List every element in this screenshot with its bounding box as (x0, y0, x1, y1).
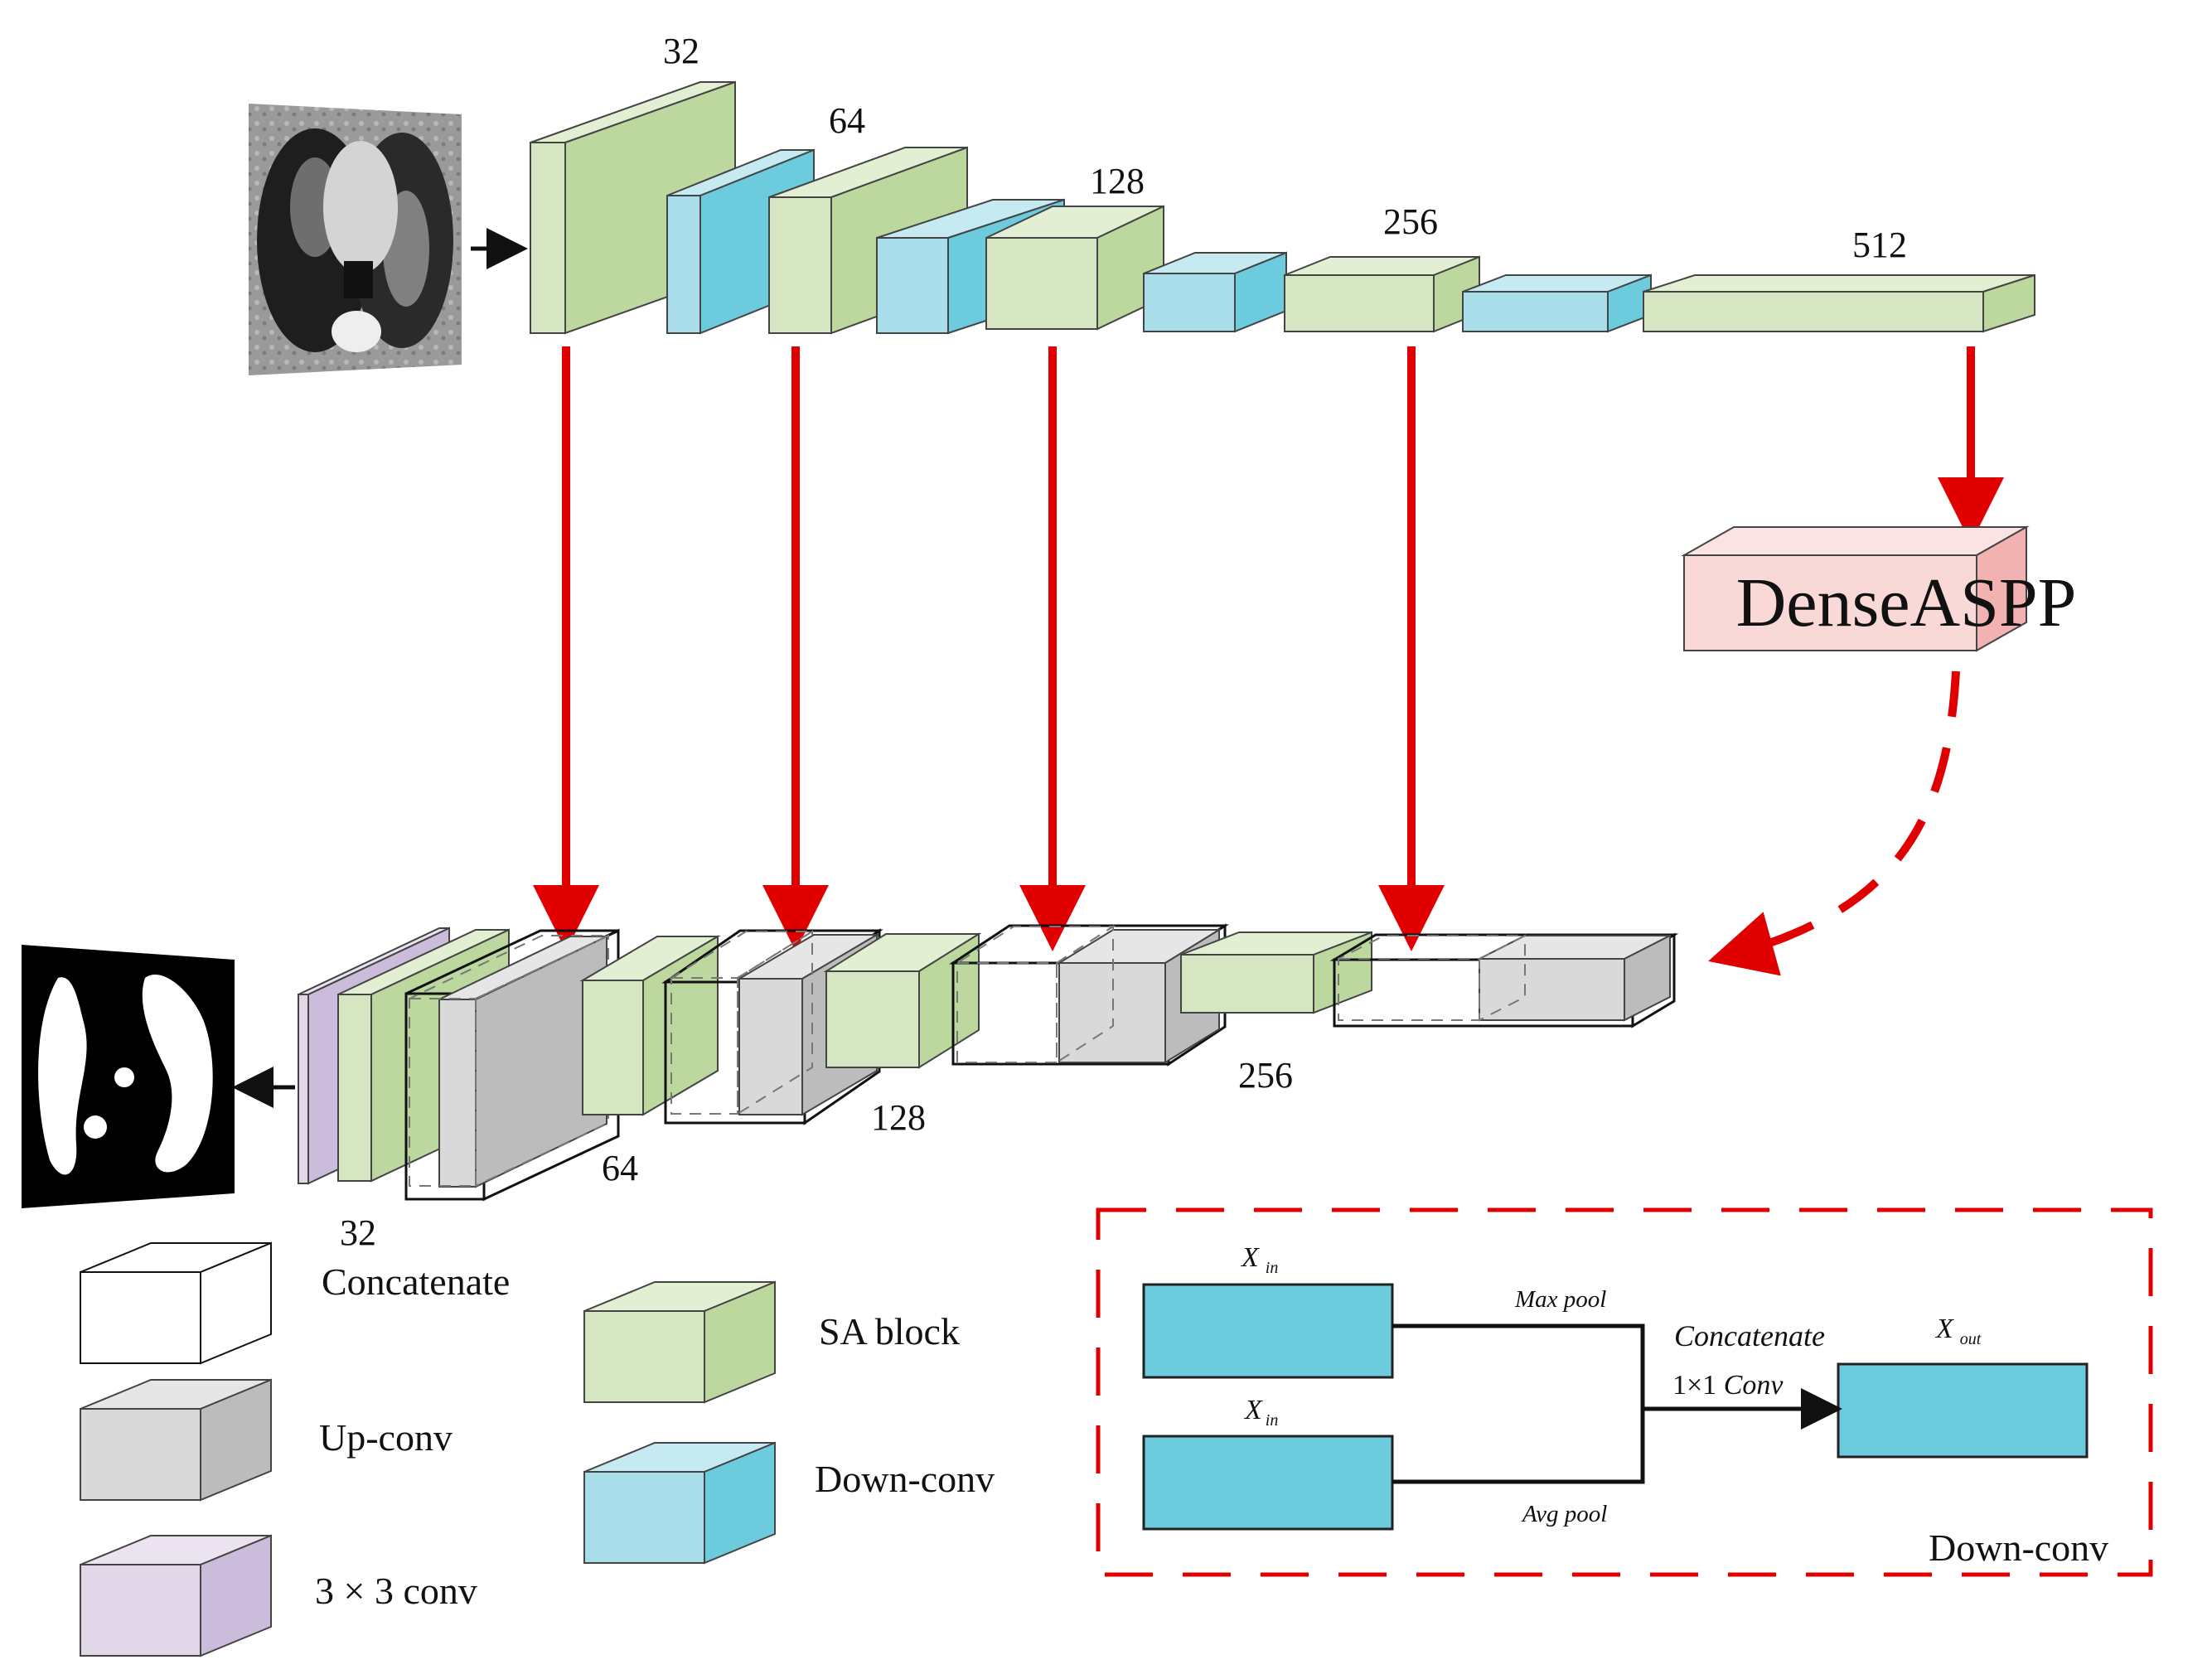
segmentation-mask-icon (22, 945, 235, 1208)
encoder-label-32: 32 (663, 31, 699, 71)
decoder-upconv-block-256-front (1058, 962, 1166, 1063)
legend-sa-cube-front (583, 1310, 705, 1403)
dense-aspp-cuboid-top (1681, 526, 2030, 556)
decoder-upconv-block-64-front (438, 999, 477, 1188)
decoder-sa-block-128 (823, 932, 982, 1069)
decoder-label-32: 32 (340, 1212, 376, 1253)
concatenate-label: Concatenate (1674, 1319, 1825, 1352)
legend-concatenate-cube (80, 1241, 272, 1365)
decoder-label-256: 256 (1238, 1055, 1293, 1096)
encoder-label-128: 128 (1090, 161, 1145, 201)
legend-conv3-cube-front (80, 1564, 201, 1657)
decoder-upconv-block-512-front (1479, 958, 1625, 1021)
legend-upconv-cube-front (80, 1408, 201, 1501)
decoder-sa-ghost-64-front (409, 998, 477, 1187)
encoder-sa-block-512-front (1643, 291, 1984, 332)
avg-pool-label: Avg pool (1521, 1501, 1607, 1527)
encoder-downconv-block-4-front (1462, 291, 1609, 332)
encoder-sa-block-64-front (768, 196, 832, 334)
legend-sa-label: SA block (819, 1310, 960, 1352)
encoder-label-64: 64 (829, 100, 865, 141)
conv-label: 1×1 Conv (1672, 1370, 1784, 1401)
skip-connections (533, 346, 2004, 976)
x-in-avgpool-block (1142, 1435, 1394, 1531)
decoder-sa-block-64-front (582, 980, 644, 1115)
dense-aspp-cuboid (1681, 525, 2030, 652)
decoder-conv3-block-front (298, 994, 309, 1184)
max-pool-label: Max pool (1514, 1286, 1606, 1313)
decoder-sa-ghost-512 (1338, 934, 1526, 1022)
maxpool-connector (1392, 1323, 1645, 1484)
dense-aspp-cuboid-front (1683, 554, 1977, 651)
decoder-sa-ghost-256 (954, 925, 1116, 1064)
downconv-detail-title: Down-conv (1929, 1527, 2108, 1569)
decoder-sa-ghost-64-side (475, 934, 609, 1188)
decoder-sa-ghost-512-front (1338, 958, 1480, 1021)
legend-downconv-cube-front (583, 1471, 705, 1564)
encoder-downconv-block-1-front (666, 195, 701, 334)
legend-upconv-label: Up-conv (319, 1416, 453, 1459)
encoder-sa-block-32-front (530, 142, 566, 334)
legend-conv3-cube (80, 1534, 272, 1657)
dense-aspp-block (1681, 525, 2030, 652)
decoder-sa-ghost-128 (668, 930, 816, 1115)
ct-scan-image-icon (249, 104, 462, 375)
x-out-block (1837, 1362, 2089, 1459)
decoder-labels: 32 64 128 256 (340, 1055, 1293, 1253)
decoder-upconv-block-512 (1479, 934, 1671, 1022)
legend-upconv-cube (80, 1378, 272, 1502)
encoder-label-256: 256 (1383, 201, 1438, 242)
legend-labels: Concatenate Up-conv 3 × 3 conv SA block … (315, 1260, 995, 1612)
decoder-sa-block-256-front (1180, 954, 1314, 1014)
decoder-sa-block-256 (1180, 931, 1372, 1014)
x-in-maxpool-block (1142, 1283, 1394, 1379)
legend-downconv-cube (583, 1441, 776, 1565)
legend-conv3-label: 3 × 3 conv (315, 1570, 477, 1612)
encoder-downconv-block-3 (1143, 251, 1287, 333)
encoder-sa-block-512-top (1643, 274, 2035, 293)
encoder-sa-block-512 (1643, 273, 2035, 333)
downconv-detail-frame (1096, 1207, 2153, 1577)
decoder-label-128: 128 (871, 1097, 926, 1138)
encoder-sa-block-128-front (985, 237, 1098, 330)
encoder-sa-block-128 (985, 205, 1164, 331)
decoder-path (298, 923, 1679, 1202)
dense-aspp-label: DenseASPP (1736, 564, 2077, 641)
encoder-sa-block-256 (1284, 255, 1480, 333)
legend-sa-cube (583, 1280, 776, 1404)
decoder-sa-ghost-256-front (956, 962, 1058, 1063)
legend-concatenate-label: Concatenate (322, 1260, 510, 1303)
decoder-sa-ghost-128-front (670, 977, 738, 1115)
decoder-upconv-block-64 (438, 935, 607, 1188)
encoder-label-512: 512 (1852, 225, 1907, 265)
encoder-downconv-block-2-front (876, 237, 949, 334)
decoder-sa-ghost-128-side (737, 930, 813, 1115)
aspp-to-decoder-dashed-arrow (1708, 670, 1960, 976)
encoder-path (530, 80, 2035, 335)
encoder-downconv-block-3-front (1143, 273, 1236, 332)
encoder-downconv-block-4 (1462, 273, 1652, 333)
decoder-sa-ghost-64 (409, 934, 609, 1188)
encoder-labels: 32 64 128 256 512 (663, 31, 1907, 265)
legend-downconv-label: Down-conv (815, 1458, 995, 1500)
decoder-upconv-block-128-front (738, 978, 803, 1115)
decoder-sa-block-128-front (825, 970, 920, 1068)
legend-concatenate-cube-front (80, 1271, 201, 1364)
decoder-sa-block-32-front (337, 994, 372, 1182)
legend (80, 1241, 776, 1657)
decoder-label-64: 64 (602, 1148, 638, 1188)
encoder-sa-block-256-front (1284, 274, 1435, 332)
